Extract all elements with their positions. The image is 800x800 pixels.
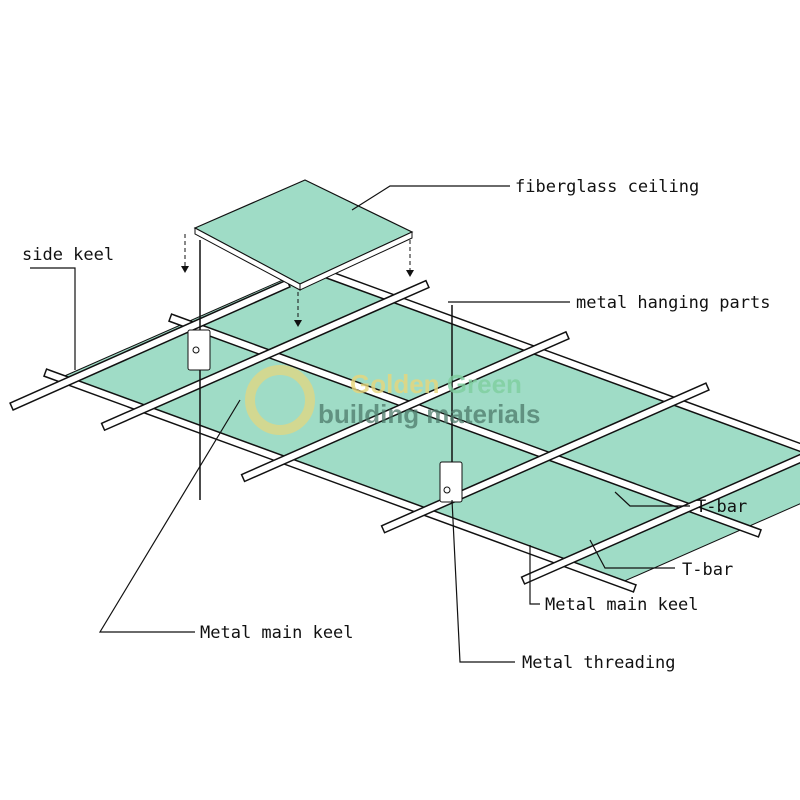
- side-keel-face: [11, 281, 289, 409]
- t-bar-face: [242, 332, 568, 481]
- t-bar-face: [382, 384, 708, 532]
- svg-text:building materials: building materials: [318, 399, 541, 429]
- label-t-bar-1: T-bar: [696, 497, 747, 517]
- t-bar-face: [522, 455, 800, 583]
- leader-lines: [30, 185, 690, 663]
- label-metal-main-keel-left: Metal main keel: [200, 623, 354, 643]
- label-fiberglass-ceiling: fiberglass ceiling: [515, 177, 699, 197]
- label-metal-main-keel-right: Metal main keel: [545, 595, 699, 615]
- label-t-bar-2: T-bar: [682, 560, 733, 580]
- label-metal-hanging-parts: metal hanging parts: [576, 293, 770, 313]
- ceiling-grid: [9, 258, 800, 593]
- label-side-keel: side keel: [22, 245, 114, 265]
- label-metal-threading: Metal threading: [522, 653, 676, 673]
- watermark: Golden Green building materials: [245, 365, 541, 435]
- arrow-heads: [181, 266, 414, 327]
- fiberglass-ceiling-panel: [193, 179, 414, 291]
- t-bar-face: [102, 281, 428, 430]
- drop-arrows: [184, 234, 411, 322]
- svg-text:Golden Green: Golden Green: [350, 369, 522, 399]
- hanging-brackets: [187, 329, 463, 503]
